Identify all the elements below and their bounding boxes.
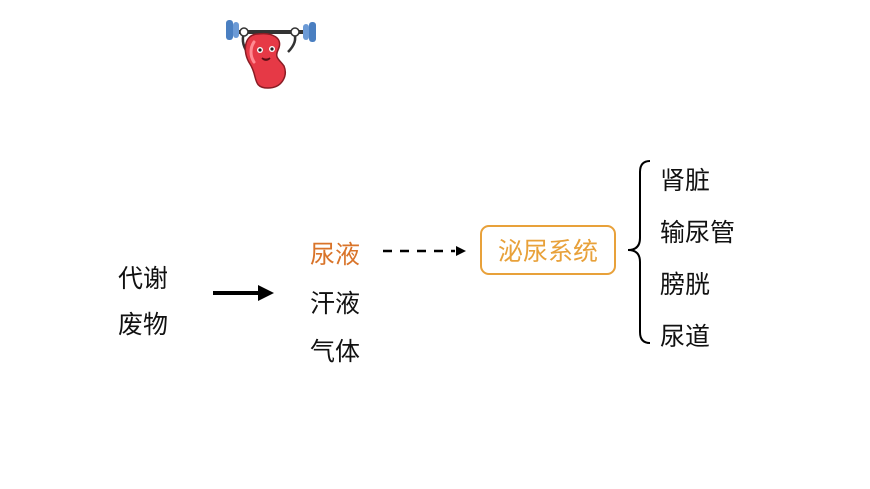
organ-urethra: 尿道 [660, 322, 711, 351]
dashed-arrow-icon [383, 246, 466, 256]
solid-arrow-icon [213, 285, 274, 301]
product-gas: 气体 [310, 337, 361, 366]
organ-kidney: 肾脏 [660, 166, 711, 195]
organ-ureter: 输尿管 [660, 218, 736, 247]
urinary-system-label: 泌尿系统 [497, 237, 598, 266]
organ-bladder: 膀胱 [660, 270, 711, 299]
kidney-mascot-icon [222, 16, 322, 92]
product-urine: 尿液 [310, 240, 361, 269]
product-sweat: 汗液 [310, 289, 361, 318]
curly-brace-icon [627, 160, 651, 344]
metabolic-waste-line1: 代谢 [118, 264, 169, 293]
metabolic-waste-line2: 废物 [118, 310, 169, 339]
urinary-system-box: 泌尿系统 [480, 225, 616, 275]
